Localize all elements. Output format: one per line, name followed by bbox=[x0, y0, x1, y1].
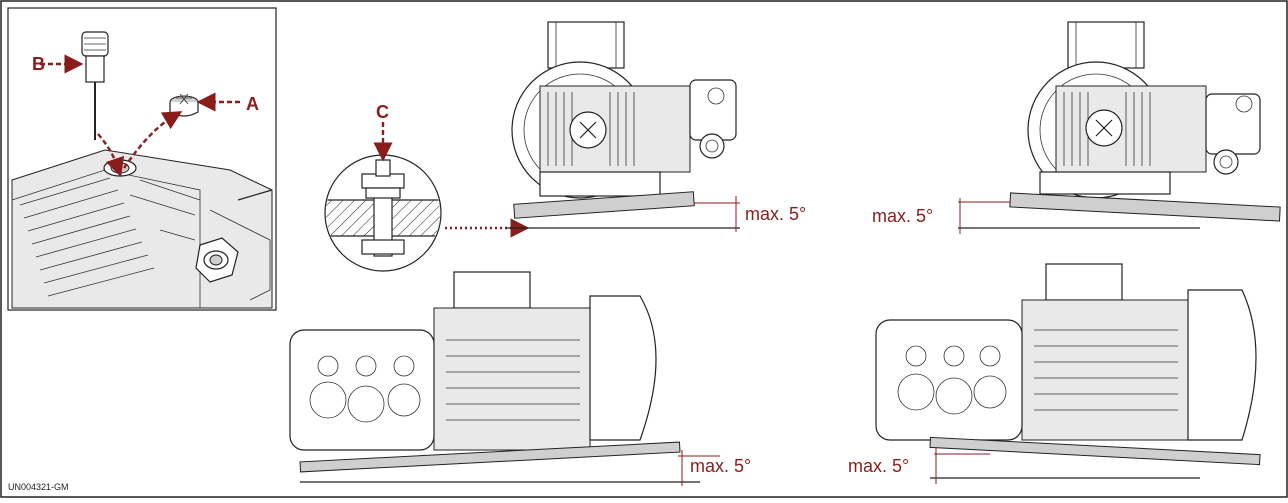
oil-plug-inset: B A bbox=[7, 7, 277, 311]
pump-end-view-center: max. 5° bbox=[506, 21, 806, 232]
angle-label-bottom-right: max. 5° bbox=[848, 456, 909, 476]
pump-side-view-center: max. 5° bbox=[289, 271, 751, 486]
bolt-detail: C bbox=[324, 102, 530, 272]
pump-end-view-right: max. 5° bbox=[872, 21, 1281, 234]
figure-code: UN004321-GM bbox=[8, 482, 69, 492]
label-c: C bbox=[376, 102, 389, 122]
angle-label-top-right: max. 5° bbox=[872, 206, 933, 226]
label-b: B bbox=[32, 54, 45, 74]
angle-label-top-center: max. 5° bbox=[745, 204, 806, 224]
label-a: A bbox=[246, 94, 259, 114]
pump-side-view-right: max. 5° bbox=[848, 263, 1261, 484]
angle-label-bottom-center: max. 5° bbox=[690, 456, 751, 476]
